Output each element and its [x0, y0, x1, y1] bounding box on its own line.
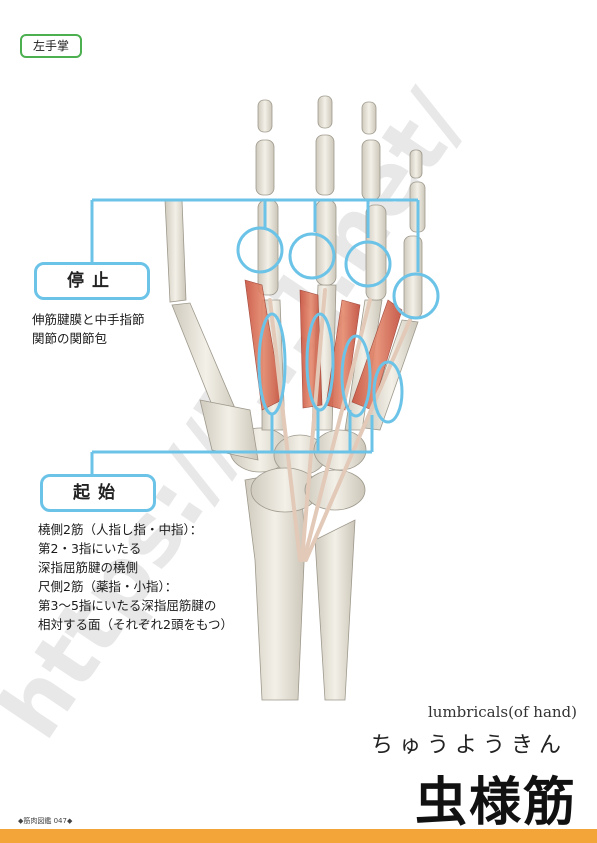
origin-heading: 起始: [73, 483, 123, 503]
page-number: ◆筋肉図鑑 047◆: [18, 817, 73, 825]
english-name: lumbricals(of hand): [427, 703, 577, 721]
insertion-heading-box: 停止: [34, 262, 150, 300]
insertion-description: 伸筋腱膜と中手指節 関節の関節包: [32, 310, 145, 348]
hand-side-tag: 左手掌: [20, 34, 82, 58]
finger-bones: [255, 95, 426, 319]
origin-line: 尺側2筋（薬指・小指）：: [38, 579, 178, 594]
origin-line: 第3～5指にいたる深指屈筋腱の: [38, 598, 217, 613]
origin-heading-box: 起始: [40, 474, 156, 512]
origin-line: 橈側2筋（人指し指・中指）：: [38, 522, 203, 537]
page-title: 虫様筋: [414, 773, 577, 833]
origin-description: 橈側2筋（人指し指・中指）： 第2・3指にいたる 深指屈筋腱の橈側 尺側2筋（薬…: [38, 520, 233, 634]
reading: ちゅうようきん: [370, 733, 567, 758]
callout-lines: [90, 198, 440, 474]
flexor-tendons: [268, 288, 412, 562]
insertion-line: 関節の関節包: [32, 331, 108, 346]
origin-line: 深指屈筋腱の橈側: [38, 560, 139, 575]
origin-line: 第2・3指にいたる: [38, 541, 142, 556]
origin-line: 相対する面（それぞれ2頭をもつ）: [38, 617, 233, 632]
insertion-line: 伸筋腱膜と中手指節: [32, 312, 145, 327]
forearm-bones: [244, 469, 356, 701]
footer-bar: [0, 829, 597, 843]
insertion-heading: 停止: [67, 271, 117, 291]
thumb-bones: [164, 199, 259, 461]
